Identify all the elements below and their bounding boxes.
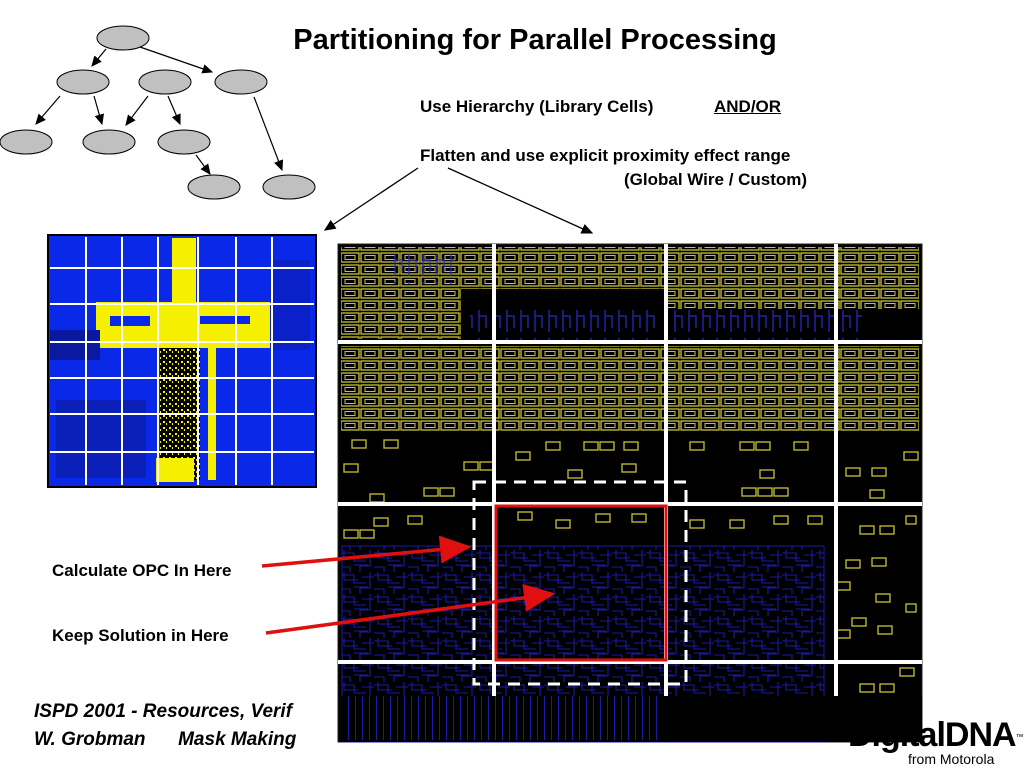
option-hierarchy-text: Use Hierarchy (Library Cells) — [420, 97, 654, 116]
arrow-to-right-layout — [447, 167, 594, 234]
and-or-connector: AND/OR — [714, 97, 782, 116]
footer-line-2: W. Grobman Mask Making — [34, 729, 296, 751]
right-layout-image — [337, 243, 923, 743]
arrow-keep-solution — [265, 583, 556, 635]
logo-wordmark: DigitalDNA — [848, 716, 1017, 754]
option-hierarchy: Use Hierarchy (Library Cells) — [420, 97, 653, 117]
label-keep-solution: Keep Solution in Here — [52, 626, 229, 645]
hierarchy-tree-diagram — [0, 25, 316, 200]
logo-trademark: ™ — [1015, 732, 1024, 742]
calculation-region-box — [472, 480, 688, 686]
arrow-calculate-opc — [261, 535, 472, 568]
footer-line-1: ISPD 2001 - Resources, Verif — [34, 701, 293, 722]
left-layout-image — [47, 234, 317, 488]
option-flatten: Flatten and use explicit proximity effec… — [420, 146, 791, 165]
footer-author: W. Grobman — [34, 729, 146, 750]
digitaldna-logo: DigitalDNA™ — [848, 716, 1024, 755]
footer-overlap-wires — [342, 696, 662, 740]
option-flatten-detail: (Global Wire / Custom) — [624, 170, 808, 189]
footer-topic: Mask Making — [178, 729, 297, 750]
arrow-to-left-layout — [323, 167, 419, 231]
solution-region-box — [494, 504, 668, 662]
logo-subtitle: from Motorola — [908, 751, 995, 767]
slide-title: Partitioning for Parallel Processing — [293, 24, 777, 56]
label-calculate-opc: Calculate OPC In Here — [52, 561, 232, 580]
